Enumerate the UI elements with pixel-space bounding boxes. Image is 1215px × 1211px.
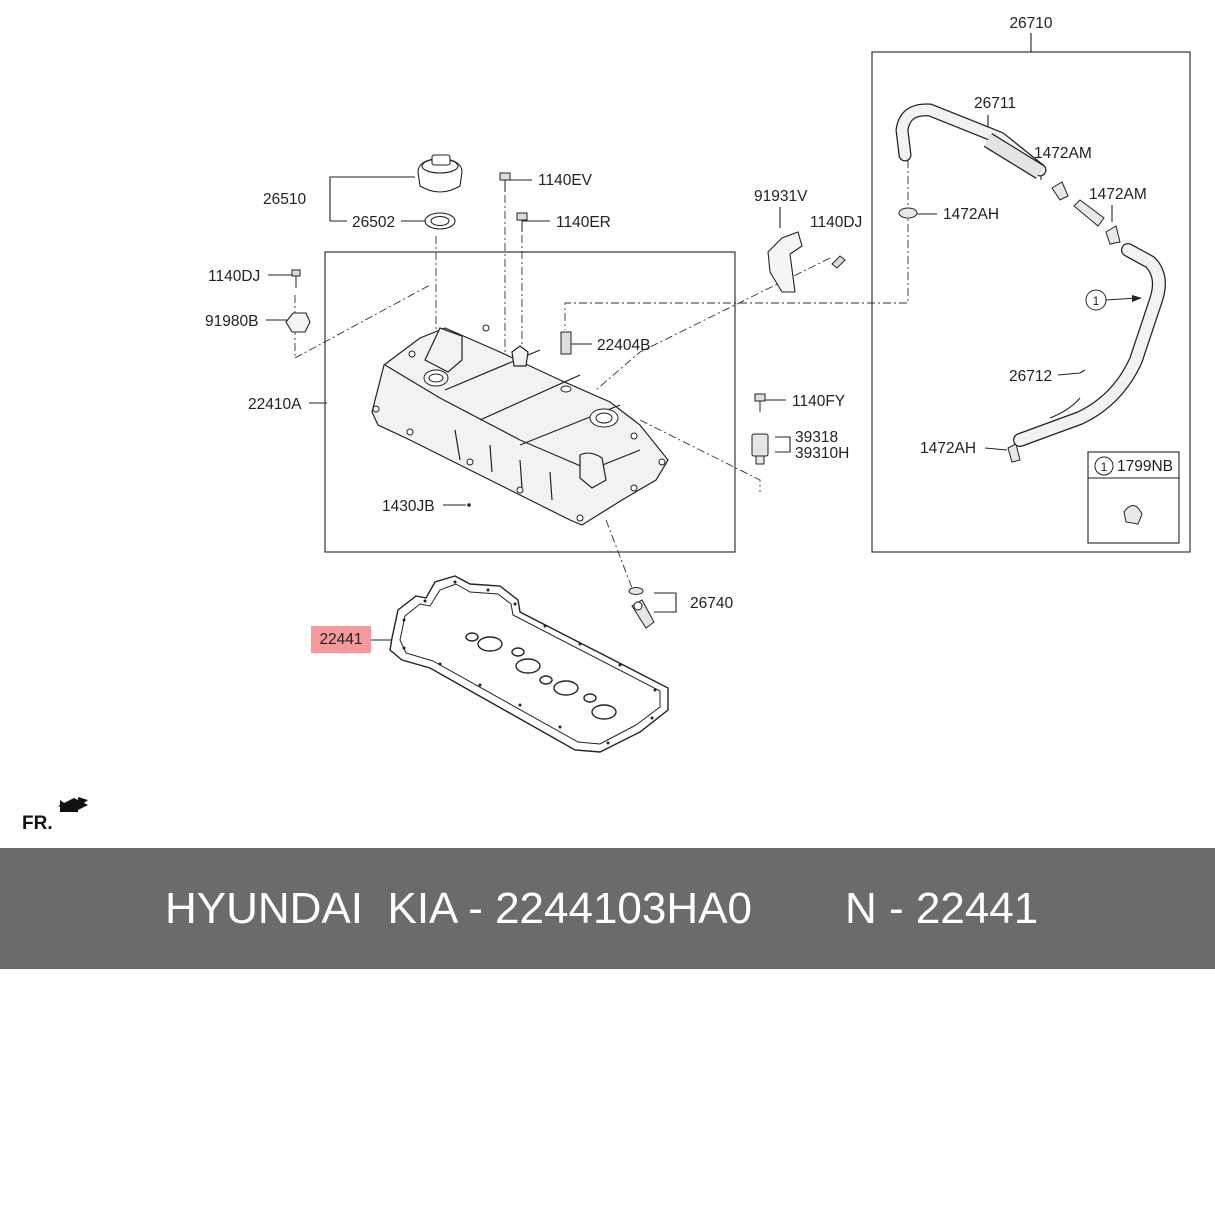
cover-assembly-box (324, 251, 736, 553)
label-26711: 26711 (974, 95, 1016, 112)
clamp-1472ah-bottom (1007, 443, 1021, 463)
bolt-1140ev (499, 172, 511, 181)
connector-tube (1073, 199, 1105, 227)
bolt-1140er (516, 212, 528, 221)
label-91980b: 91980B (205, 313, 258, 330)
highlighted-part-label: 22441 (311, 626, 371, 653)
label-91931v: 91931V (754, 188, 808, 205)
label-22404b: 22404B (597, 337, 650, 354)
pcv-oring (628, 587, 644, 595)
legend-clamp (1123, 505, 1143, 525)
label-1140dj-left: 1140DJ (208, 268, 260, 285)
clamp-legend-box (1087, 451, 1180, 544)
label-1472ah-2: 1472AH (920, 440, 976, 457)
blind-plug-dot (467, 503, 471, 507)
footer-reference-number: N - 22441 (845, 884, 1039, 933)
label-1140ev: 1140EV (538, 172, 593, 189)
part-number-footer: HYUNDAI KIA - 2244103HA0 N - 22441 (0, 848, 1215, 969)
ref-number-legend: 1 (1101, 460, 1108, 474)
bolt-1140fy (754, 393, 766, 402)
label-26740: 26740 (690, 595, 733, 612)
label-26502: 26502 (352, 214, 395, 231)
clamp-1472am-top (1051, 181, 1069, 201)
label-22410a: 22410A (248, 396, 302, 413)
bolt-1140dj-left (291, 269, 301, 277)
ref-circle-hose (1085, 289, 1107, 311)
ref-circle-legend (1094, 456, 1114, 476)
front-direction-label: FR. (22, 813, 53, 834)
label-1472am-1: 1472AM (1034, 145, 1092, 162)
parts-diagram: 26710 26711 1472AM 1472AM 1472AH 26712 1… (58, 15, 1191, 812)
label-1472ah-1: 1472AH (943, 206, 999, 223)
label-1430jb: 1430JB (382, 498, 435, 515)
clamp-1472am-right (1105, 225, 1121, 245)
label-26712: 26712 (1009, 368, 1052, 385)
hose-assembly-box (871, 51, 1191, 553)
label-26710: 26710 (1009, 15, 1052, 32)
dowel-pin (560, 331, 572, 355)
bolt-1140dj-right (831, 255, 846, 269)
label-1799nb: 1799NB (1117, 458, 1173, 475)
cam-sensor (751, 433, 769, 457)
label-39310h: 39310H (795, 445, 849, 462)
ref-number-hose: 1 (1093, 294, 1100, 308)
label-1140fy: 1140FY (792, 393, 845, 410)
bracket-91931v (767, 231, 803, 293)
rocker-cover-gasket (389, 575, 669, 753)
label-1140er: 1140ER (556, 214, 611, 231)
label-26510: 26510 (263, 191, 306, 208)
label-1472am-2: 1472AM (1089, 186, 1147, 203)
bracket-91980b (285, 312, 311, 333)
label-1140dj-right: 1140DJ (810, 214, 862, 231)
footer-brand-part-number: HYUNDAI KIA - 2244103HA0 (165, 884, 752, 933)
clamp-1472ah-top (898, 207, 918, 219)
label-39318: 39318 (795, 429, 838, 446)
